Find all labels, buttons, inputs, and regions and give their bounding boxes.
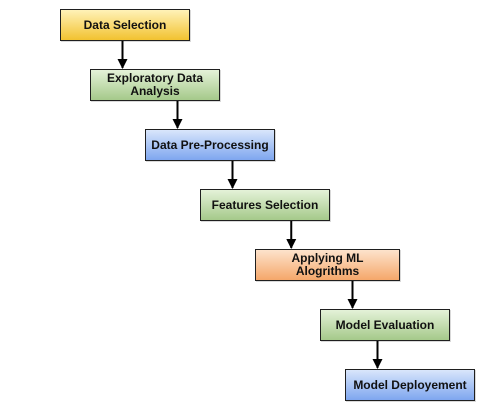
step-label: Data Pre-Processing xyxy=(151,137,269,152)
step-applying-ml-algorithms: Applying ML Alogrithms xyxy=(255,249,400,281)
step-features-selection: Features Selection xyxy=(200,189,330,221)
step-label: Features Selection xyxy=(211,197,319,212)
step-label: Model Evaluation xyxy=(335,317,435,332)
step-model-deployement: Model Deployement xyxy=(345,369,475,401)
step-data-selection: Data Selection xyxy=(60,9,190,41)
step-label: Applying ML Alogrithms xyxy=(291,251,364,278)
step-data-pre-processing: Data Pre-Processing xyxy=(145,129,275,161)
step-label: Model Deployement xyxy=(353,377,467,392)
step-label: Data Selection xyxy=(83,17,167,32)
step-model-evaluation: Model Evaluation xyxy=(320,309,450,341)
step-label: Exploratory Data Analysis xyxy=(106,71,204,98)
step-exploratory-data-analysis: Exploratory Data Analysis xyxy=(90,69,220,101)
